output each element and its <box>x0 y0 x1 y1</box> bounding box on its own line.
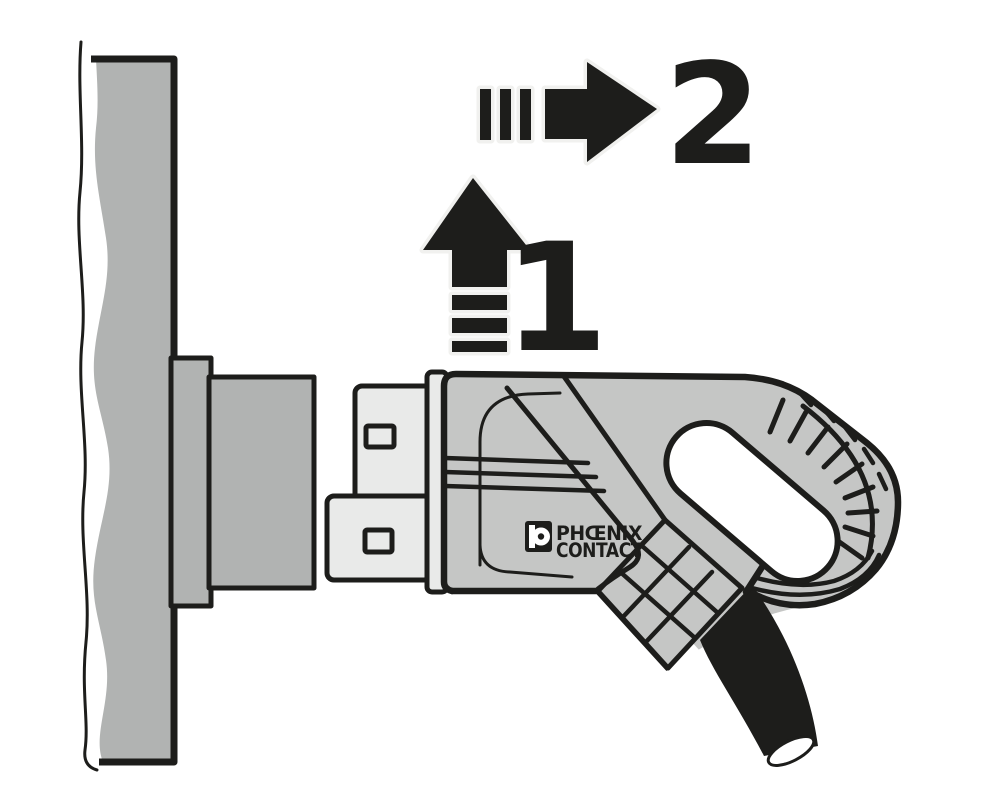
band-inner-line <box>754 548 875 588</box>
up-arrow-stripe <box>448 337 511 356</box>
boot-hatch-line <box>638 542 721 616</box>
body-groove <box>442 455 591 466</box>
grip-rib <box>845 508 880 516</box>
grip-rib <box>821 441 850 470</box>
grip-rib <box>833 461 865 485</box>
step-1-label: 1 <box>504 212 608 386</box>
wall-panel-surface <box>93 59 174 762</box>
grip-edge-notch <box>861 446 876 466</box>
handle-tip-edge <box>742 560 768 596</box>
right-arrow-stripe <box>476 85 495 144</box>
plug-latches <box>324 383 438 583</box>
step-2-arrow-right: 2 <box>476 34 762 197</box>
cable-cut-end <box>766 735 816 767</box>
step-2-label: 2 <box>664 34 761 197</box>
grip-rib <box>767 397 786 435</box>
grip-rib <box>805 424 831 456</box>
grip-rib <box>842 484 876 501</box>
body-inset-line-bottom <box>478 543 574 579</box>
boot-hatch-line <box>615 567 698 641</box>
strain-relief-boot <box>595 517 745 671</box>
grip-rib <box>835 538 865 561</box>
grip-rib <box>842 524 876 539</box>
torn-edge-line <box>77 40 99 772</box>
right-arrow-stripe <box>496 85 515 144</box>
socket-housing <box>206 374 317 591</box>
grip-edge-notch <box>820 405 837 424</box>
plug-body-outline <box>440 370 902 609</box>
boot-hatch-line <box>642 569 715 646</box>
grip-edge-notch <box>842 424 858 443</box>
latch-window-lower <box>362 527 395 555</box>
grip-edge-notch <box>797 390 814 408</box>
brand-line2: CONTACT <box>556 539 643 562</box>
up-arrow-stripe <box>448 314 511 337</box>
body-groove <box>442 483 607 494</box>
right-arrow-stripe <box>516 85 535 144</box>
handle-lower-band <box>742 548 882 597</box>
body-groove <box>442 469 599 480</box>
handle-grip <box>767 390 889 561</box>
boot-hatch-line <box>619 544 692 621</box>
phoenix-contact-logo: PHŒNIX CONTACT <box>525 521 644 562</box>
cable <box>700 585 818 767</box>
socket-flange <box>168 355 214 609</box>
body-inset-line-top <box>478 391 562 567</box>
up-arrow-icon <box>419 174 534 291</box>
panel-socket <box>168 355 317 609</box>
grip-rib <box>787 409 809 444</box>
up-arrow-stripe <box>448 291 511 314</box>
right-arrow-icon <box>541 58 661 166</box>
latch-window-upper <box>363 423 397 450</box>
handle-strap-edge-right <box>560 372 668 523</box>
cable-body <box>700 585 818 756</box>
step-1-arrow-up: 1 <box>419 174 608 386</box>
handle-strap-edge-left <box>504 385 641 592</box>
band-inner-line <box>749 552 882 597</box>
phoenix-logo-mark-dot <box>537 533 545 540</box>
handle-opening <box>663 420 841 584</box>
handle-opening-group <box>663 420 841 584</box>
plug-body-details <box>442 372 668 592</box>
brand-line1: PHŒNIX <box>556 522 642 545</box>
cable-gap <box>666 640 745 732</box>
grip-edge-notch <box>876 471 889 492</box>
